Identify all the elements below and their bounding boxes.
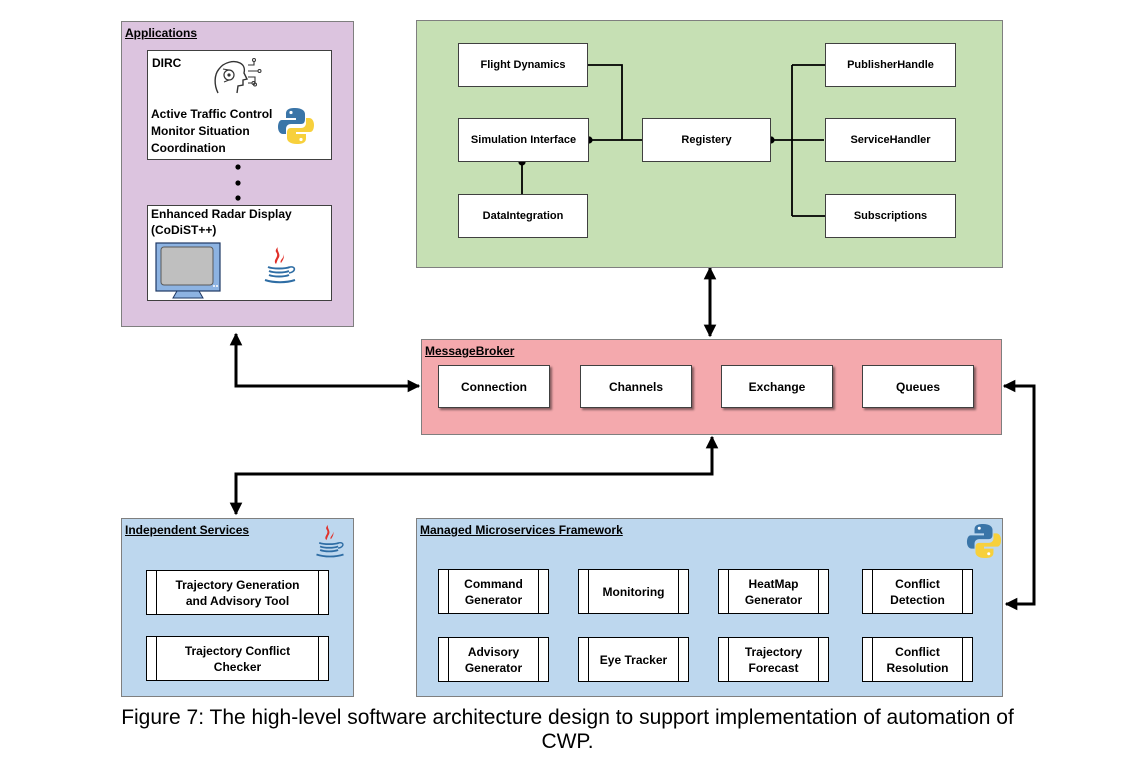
publisher-handle-box: PublisherHandle [825,43,956,87]
trajectory-conflict-checker: Trajectory Conflict Checker [146,636,329,681]
subscriptions-box: Subscriptions [825,194,956,238]
caption-line-2: CWP. [541,730,594,753]
managed-microservices-title: Managed Microservices Framework [420,523,623,537]
broker-queues-box: Queues [862,365,974,408]
registery-box: Registery [642,118,771,162]
independent-services-title: Independent Services [125,523,250,537]
python-logo-icon [966,523,1002,559]
dirc-function-coordination: Coordination [151,141,226,155]
applications-title: Applications [125,26,198,40]
trajectory-generation-advisory-tool: Trajectory Generation and Advisory Tool [146,570,329,615]
heatmap-generator-service: HeatMap Generator [718,569,829,614]
trajectory-forecast-service: Trajectory Forecast [718,637,829,682]
figure-caption: Figure 7: The high-level software archit… [0,706,1135,754]
radar-display-label: Enhanced Radar Display [151,207,292,221]
broker-channels-box: Channels [580,365,692,408]
dirc-box: DIRC Active Traffic Control Monitor Situ… [147,50,332,160]
simulation-interface-box: Simulation Interface [458,118,589,162]
monitor-icon [155,242,221,299]
ellipsis-dots [235,164,241,201]
broker-connection-box: Connection [438,365,550,408]
radar-display-box: Enhanced Radar Display (CoDiST++) [147,205,332,301]
advisory-generator-service: Advisory Generator [438,637,549,682]
dirc-function-active-traffic-control: Active Traffic Control [151,107,273,121]
flight-dynamics-box: Flight Dynamics [458,43,588,87]
service-handler-box: ServiceHandler [825,118,956,162]
eye-tracker-service: Eye Tracker [578,637,689,682]
caption-line-1: Figure 7: The high-level software archit… [121,706,1014,729]
radar-display-sublabel: (CoDiST++) [151,223,217,237]
message-broker-title: MessageBroker [425,344,515,358]
arrow-broker-managed [1002,379,1036,611]
conflict-detection-service: Conflict Detection [862,569,973,614]
applications-panel: Applications DIRC Active Traffic Control… [121,21,354,327]
dirc-function-monitor-situation: Monitor Situation [151,124,250,138]
ai-head-icon [214,58,262,94]
monitoring-service: Monitoring [578,569,689,614]
python-logo-icon [278,108,314,144]
data-integration-box: DataIntegration [458,194,588,238]
java-logo-icon [264,247,296,284]
dirc-label: DIRC [152,56,182,70]
java-logo-icon [316,524,344,558]
command-generator-service: Command Generator [438,569,549,614]
conflict-resolution-service: Conflict Resolution [862,637,973,682]
arrow-broker-independent [229,435,719,516]
arrow-applications-broker [229,332,421,393]
broker-exchange-box: Exchange [721,365,833,408]
